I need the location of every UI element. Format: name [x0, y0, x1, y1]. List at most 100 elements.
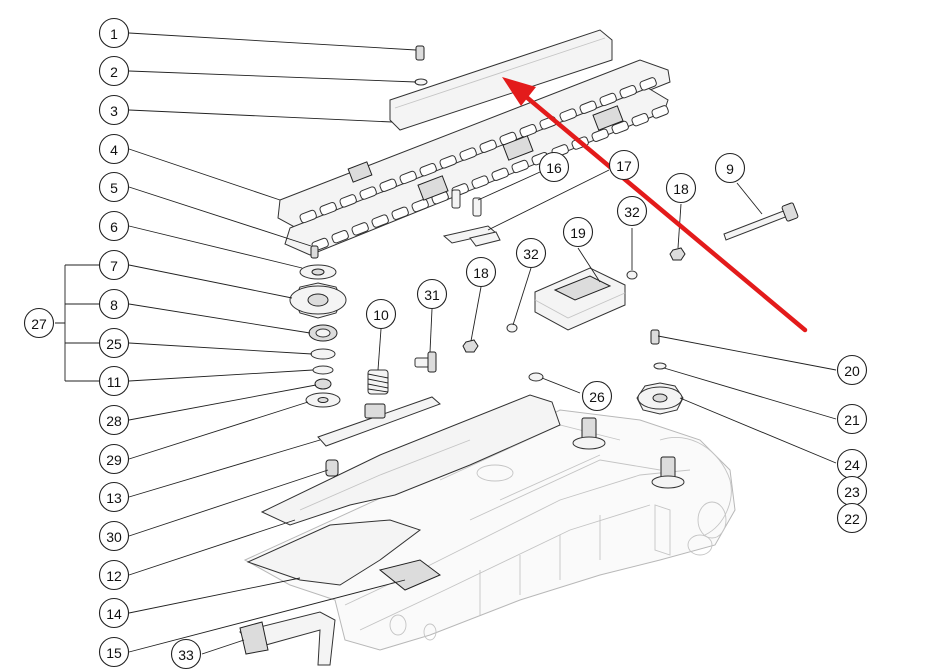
- callout-c20: 20: [836, 354, 868, 386]
- part-plate-14: [246, 519, 422, 586]
- part-plate-12: [260, 394, 561, 526]
- part-nut-18a: [462, 339, 479, 353]
- callout-circle: [465, 256, 497, 288]
- callout-c7: 7: [98, 249, 130, 281]
- callout-number: 13: [106, 490, 122, 506]
- callout-circle: [98, 327, 130, 359]
- callout-c31: 31: [416, 278, 448, 310]
- part-washer-26: [528, 372, 544, 382]
- callout-number: 5: [110, 180, 118, 196]
- callout-number: 4: [110, 142, 118, 158]
- callout-c24: 24: [836, 448, 868, 480]
- callout-number: 12: [106, 568, 122, 584]
- callout-circle: [23, 307, 55, 339]
- callout-circle: [98, 404, 130, 436]
- part-bracket-15: [378, 559, 441, 591]
- callout-c4: 4: [98, 133, 130, 165]
- callout-number: 9: [726, 161, 734, 177]
- callout-c19: 19: [562, 216, 594, 248]
- callout-c25: 25: [98, 327, 130, 359]
- callout-number: 23: [844, 484, 860, 500]
- callout-c8: 8: [98, 288, 130, 320]
- callout-number: 19: [570, 225, 586, 241]
- callout-circle: [98, 520, 130, 552]
- callout-number: 32: [523, 246, 539, 262]
- callout-circle: [416, 278, 448, 310]
- callout-number: 22: [844, 511, 860, 527]
- callout-circle: [98, 17, 130, 49]
- callout-c32b: 32: [616, 195, 648, 227]
- callout-c1: 1: [98, 17, 130, 49]
- callout-c15: 15: [98, 636, 130, 668]
- callout-circle: [98, 636, 130, 668]
- callout-circle: [98, 443, 130, 475]
- callout-c13: 13: [98, 481, 130, 513]
- red-pointer-arrow: [502, 77, 808, 333]
- callout-number: 24: [844, 457, 860, 473]
- callout-circle: [98, 55, 130, 87]
- callout-circle: [98, 365, 130, 397]
- callout-number: 21: [844, 412, 860, 428]
- part-bolt-20: [650, 329, 660, 345]
- callout-c14: 14: [98, 597, 130, 629]
- callout-circle: [581, 380, 613, 412]
- callout-number: 33: [178, 647, 194, 663]
- callout-number: 29: [106, 452, 122, 468]
- part-spacer-30: [325, 459, 339, 477]
- callout-circle: [98, 249, 130, 281]
- callout-number: 8: [110, 297, 118, 313]
- callout-circle: [98, 481, 130, 513]
- part-bolt-5: [310, 245, 319, 259]
- callout-number: 27: [31, 316, 47, 332]
- sprocket-stack: [289, 264, 347, 408]
- callout-c18b: 18: [665, 172, 697, 204]
- callout-c30: 30: [98, 520, 130, 552]
- callout-number: 2: [110, 64, 118, 80]
- callout-c9: 9: [714, 152, 746, 184]
- callout-circle: [98, 171, 130, 203]
- part-bolt-31: [414, 351, 437, 373]
- callout-number: 7: [110, 258, 118, 274]
- callout-number: 11: [107, 374, 122, 390]
- callout-c11: 11: [98, 365, 130, 397]
- callout-circle: [616, 195, 648, 227]
- callout-number: 17: [616, 158, 632, 174]
- part-washer-21: [653, 362, 667, 370]
- part-spring-10: [367, 369, 389, 395]
- callout-c26: 26: [581, 380, 613, 412]
- callout-number: 28: [106, 413, 122, 429]
- callout-number: 25: [106, 336, 122, 352]
- callout-number: 10: [373, 307, 389, 323]
- callout-circle: [515, 237, 547, 269]
- callout-circle: [608, 149, 640, 181]
- part-latch-33: [239, 611, 336, 666]
- callout-number: 20: [844, 363, 860, 379]
- callout-c21: 21: [836, 403, 868, 435]
- part-bar-13: [317, 396, 441, 447]
- part-washer-32b: [626, 270, 638, 280]
- part-washer-32a: [506, 323, 518, 333]
- callout-number: 3: [110, 103, 118, 119]
- callout-circle: [98, 94, 130, 126]
- callout-number: 1: [110, 26, 118, 42]
- callout-circle: [538, 151, 570, 183]
- callout-c22: 22: [836, 502, 868, 534]
- callout-number: 31: [424, 287, 440, 303]
- callout-c12: 12: [98, 559, 130, 591]
- callout-number: 18: [473, 265, 489, 281]
- callout-circle: [98, 133, 130, 165]
- callout-c17: 17: [608, 149, 640, 181]
- callout-circle: [665, 172, 697, 204]
- callout-c10: 10: [365, 298, 397, 330]
- part-bolt-1: [415, 45, 425, 61]
- leader-lines: [55, 32, 837, 655]
- callout-circle: [714, 152, 746, 184]
- callout-c29: 29: [98, 443, 130, 475]
- callout-circle: [98, 210, 130, 242]
- callout-number: 18: [673, 181, 689, 197]
- part-sprocket-24: [636, 382, 684, 415]
- part-chain-4: [277, 59, 671, 256]
- callout-c2: 2: [98, 55, 130, 87]
- part-nut-18b: [669, 247, 686, 261]
